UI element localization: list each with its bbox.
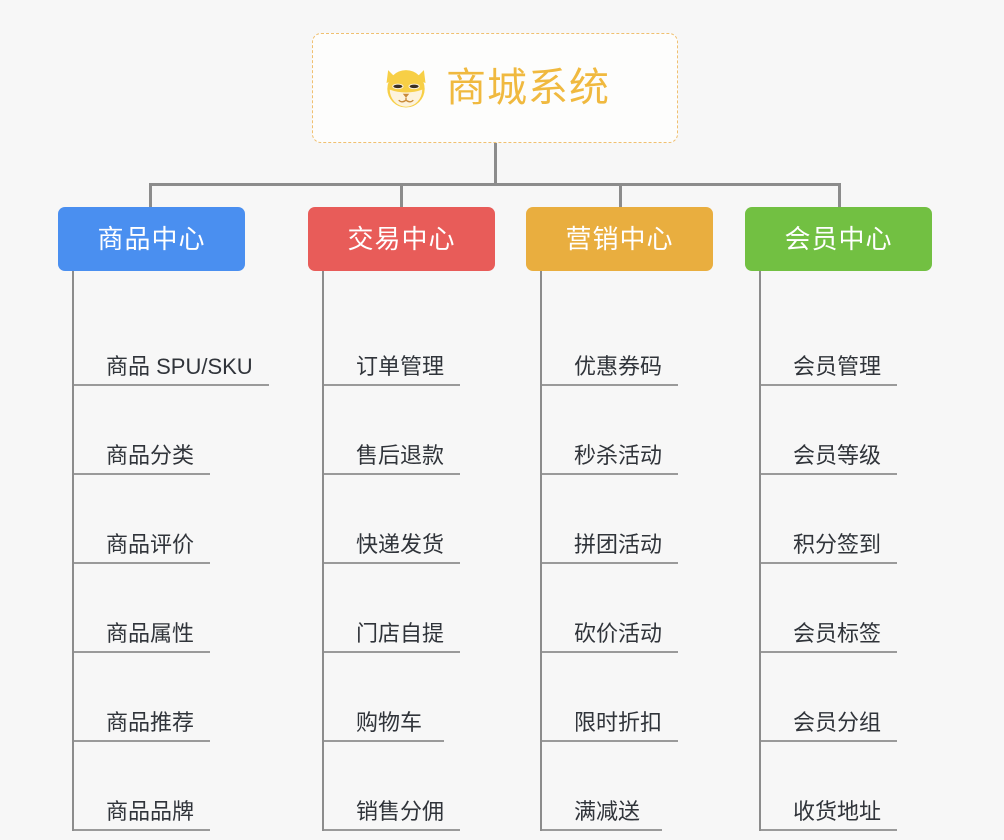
leaf-label: 会员等级 <box>793 442 882 468</box>
leaf-item[interactable]: 购物车 <box>324 653 444 742</box>
leaf-list-2: 订单管理 售后退款 快递发货 门店自提 购物车 销售分佣 <box>322 271 495 831</box>
leaf-item[interactable]: 秒杀活动 <box>542 386 679 475</box>
leaf-label: 秒杀活动 <box>574 442 663 468</box>
leaf-label: 限时折扣 <box>574 709 663 735</box>
leaf-label: 购物车 <box>356 709 423 735</box>
leaf-item[interactable]: 优惠券码 <box>542 297 679 386</box>
branch-connector-horizontal <box>149 183 841 186</box>
branch-column-4: 会员中心 会员管理 会员等级 积分签到 会员标签 会员分组 收货地址 <box>745 207 932 831</box>
leaf-item[interactable]: 销售分佣 <box>324 742 461 831</box>
branch-column-3: 营销中心 优惠券码 秒杀活动 拼团活动 砍价活动 限时折扣 满减送 <box>526 207 713 831</box>
leaf-list-1: 商品 SPU/SKU 商品分类 商品评价 商品属性 商品推荐 商品品牌 <box>72 271 269 831</box>
leaf-item[interactable]: 会员分组 <box>761 653 898 742</box>
leaf-item[interactable]: 门店自提 <box>324 564 461 653</box>
branch-header-label: 商品中心 <box>97 224 206 254</box>
leaf-label: 砍价活动 <box>574 620 663 646</box>
leaf-item[interactable]: 商品评价 <box>74 475 211 564</box>
leaf-label: 商品分类 <box>106 442 195 468</box>
leaf-label: 积分签到 <box>793 531 882 557</box>
leaf-item[interactable]: 商品推荐 <box>74 653 211 742</box>
leaf-list-4: 会员管理 会员等级 积分签到 会员标签 会员分组 收货地址 <box>759 271 932 831</box>
root-title: 商城系统 <box>446 66 610 110</box>
leaf-label: 快递发货 <box>356 531 445 557</box>
leaf-label: 商品 SPU/SKU <box>106 353 253 379</box>
leaf-item[interactable]: 商品品牌 <box>74 742 211 831</box>
branch-connector-drop-2 <box>400 183 403 207</box>
branch-header-label: 交易中心 <box>347 224 456 254</box>
leaf-label: 售后退款 <box>356 442 445 468</box>
shiba-dog-emoji <box>386 70 426 109</box>
leaf-item[interactable]: 订单管理 <box>324 297 461 386</box>
leaf-item[interactable]: 商品分类 <box>74 386 211 475</box>
leaf-item[interactable]: 会员标签 <box>761 564 898 653</box>
branch-column-1: 商品中心 商品 SPU/SKU 商品分类 商品评价 商品属性 商品推荐 商品品牌 <box>58 207 269 831</box>
branch-connector-drop-1 <box>149 183 152 207</box>
leaf-label: 商品属性 <box>106 620 195 646</box>
branch-connector-drop-3 <box>619 183 622 207</box>
leaf-item[interactable]: 收货地址 <box>761 742 898 831</box>
leaf-label: 商品品牌 <box>106 798 195 824</box>
leaf-item[interactable]: 满减送 <box>542 742 662 831</box>
branch-header-product-center[interactable]: 商品中心 <box>58 207 245 271</box>
leaf-item[interactable]: 会员等级 <box>761 386 898 475</box>
branch-header-member-center[interactable]: 会员中心 <box>745 207 932 271</box>
branch-header-trade-center[interactable]: 交易中心 <box>308 207 495 271</box>
leaf-label: 收货地址 <box>793 798 882 824</box>
leaf-item[interactable]: 积分签到 <box>761 475 898 564</box>
branch-header-marketing-center[interactable]: 营销中心 <box>526 207 713 271</box>
leaf-item[interactable]: 限时折扣 <box>542 653 679 742</box>
leaf-item[interactable]: 商品 SPU/SKU <box>74 297 269 386</box>
leaf-label: 优惠券码 <box>574 353 663 379</box>
leaf-item[interactable]: 拼团活动 <box>542 475 679 564</box>
leaf-item[interactable]: 砍价活动 <box>542 564 679 653</box>
leaf-label: 门店自提 <box>356 620 445 646</box>
leaf-item[interactable]: 售后退款 <box>324 386 461 475</box>
branch-connector-drop-4 <box>838 183 841 207</box>
root-connector-vertical <box>494 143 497 185</box>
leaf-label: 满减送 <box>574 798 641 824</box>
leaf-label: 会员管理 <box>793 353 882 379</box>
leaf-item[interactable]: 会员管理 <box>761 297 898 386</box>
leaf-label: 会员标签 <box>793 620 882 646</box>
root-node[interactable]: 商城系统 <box>312 33 678 143</box>
branch-header-label: 会员中心 <box>784 224 893 254</box>
leaf-list-3: 优惠券码 秒杀活动 拼团活动 砍价活动 限时折扣 满减送 <box>540 271 713 831</box>
leaf-label: 订单管理 <box>356 353 445 379</box>
branch-column-2: 交易中心 订单管理 售后退款 快递发货 门店自提 购物车 销售分佣 <box>308 207 495 831</box>
leaf-label: 销售分佣 <box>356 798 445 824</box>
leaf-item[interactable]: 商品属性 <box>74 564 211 653</box>
leaf-label: 拼团活动 <box>574 531 663 557</box>
branch-header-label: 营销中心 <box>565 224 674 254</box>
leaf-item[interactable]: 快递发货 <box>324 475 461 564</box>
leaf-label: 商品评价 <box>106 531 195 557</box>
leaf-label: 会员分组 <box>793 709 882 735</box>
leaf-label: 商品推荐 <box>106 709 195 735</box>
